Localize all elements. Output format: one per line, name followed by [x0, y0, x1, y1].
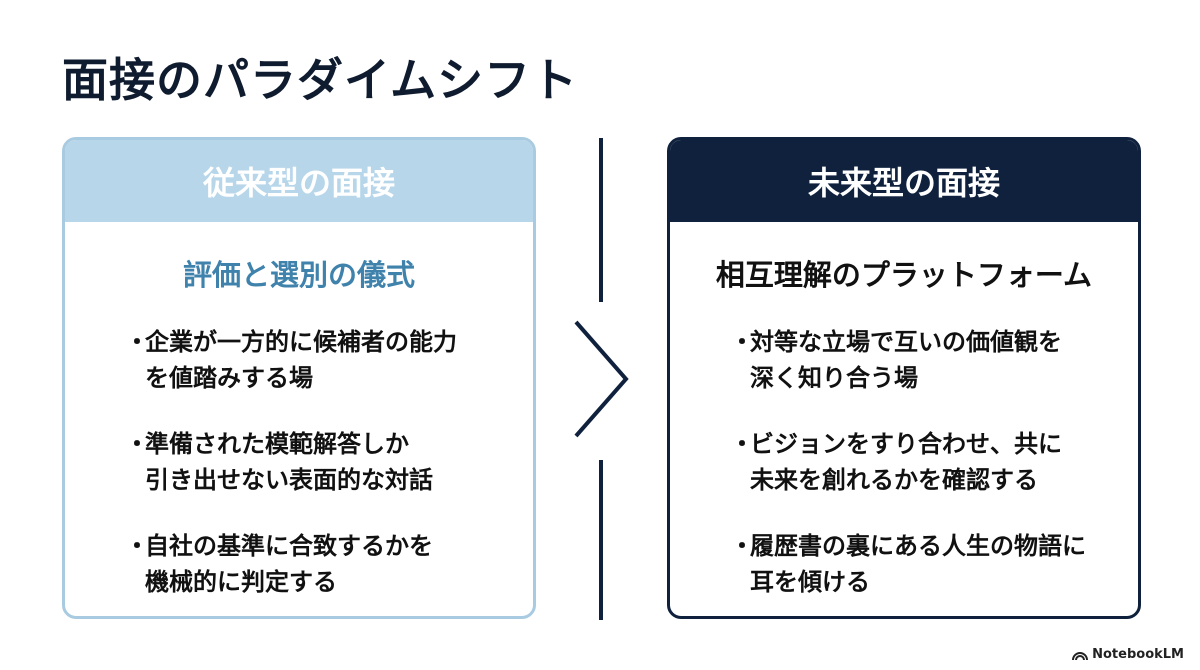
bullet-dot: ・ [125, 430, 149, 458]
future-bullet-list: ・ 対等な立場で互いの価値観を 深く知り合う場 ・ ビジョンをすり合わせ、共に … [670, 324, 1138, 600]
bullet-line: ビジョンをすり合わせ、共に [750, 430, 1062, 458]
bullet-line: 未来を創れるかを確認する [750, 466, 1038, 494]
bullet-line: 履歴書の裏にある人生の物語に [750, 532, 1086, 560]
traditional-interview-card: 従来型の面接 評価と選別の儀式 ・ 企業が一方的に候補者の能力 を値踏みする場 … [62, 137, 536, 619]
bullet-dot: ・ [730, 532, 754, 560]
traditional-card-header: 従来型の面接 [65, 140, 533, 222]
future-card-subtitle: 相互理解のプラットフォーム [715, 258, 1093, 292]
future-card-header: 未来型の面接 [670, 140, 1138, 222]
bullet-line: を値踏みする場 [145, 364, 313, 392]
divider-line-top [599, 138, 603, 302]
bullet-line: 深く知り合う場 [750, 364, 918, 392]
bullet-item: ・ 準備された模範解答しか 引き出せない表面的な対話 [125, 426, 513, 498]
bullet-dot: ・ [125, 532, 149, 560]
page-title: 面接のパラダイムシフト [62, 53, 579, 107]
bullet-item: ・ 対等な立場で互いの価値観を 深く知り合う場 [730, 324, 1118, 396]
bullet-item: ・ 企業が一方的に候補者の能力 を値踏みする場 [125, 324, 513, 396]
chevron-right-icon [574, 320, 629, 438]
bullet-item: ・ 自社の基準に合致するかを 機械的に判定する [125, 528, 513, 600]
bullet-dot: ・ [125, 328, 149, 356]
notebooklm-logo-icon [1072, 651, 1089, 660]
bullet-line: 引き出せない表面的な対話 [145, 466, 433, 494]
bullet-dot: ・ [730, 430, 754, 458]
traditional-bullet-list: ・ 企業が一方的に候補者の能力 を値踏みする場 ・ 準備された模範解答しか 引き… [65, 324, 533, 600]
bullet-item: ・ 履歴書の裏にある人生の物語に 耳を傾ける [730, 528, 1118, 600]
traditional-card-subtitle: 評価と選別の儀式 [182, 258, 415, 292]
future-interview-card: 未来型の面接 相互理解のプラットフォーム ・ 対等な立場で互いの価値観を 深く知… [667, 137, 1141, 619]
bullet-line: 自社の基準に合致するかを [145, 532, 433, 560]
bullet-line: 準備された模範解答しか [145, 430, 409, 458]
watermark-label: NotebookLM [1092, 647, 1184, 662]
bullet-item: ・ ビジョンをすり合わせ、共に 未来を創れるかを確認する [730, 426, 1118, 498]
bullet-line: 機械的に判定する [145, 568, 337, 596]
bullet-line: 企業が一方的に候補者の能力 [145, 328, 457, 356]
bullet-dot: ・ [730, 328, 754, 356]
bullet-line: 耳を傾ける [750, 568, 870, 596]
divider-line-bottom [599, 460, 603, 620]
notebooklm-watermark: NotebookLM [1072, 647, 1184, 662]
bullet-line: 対等な立場で互いの価値観を [750, 328, 1062, 356]
